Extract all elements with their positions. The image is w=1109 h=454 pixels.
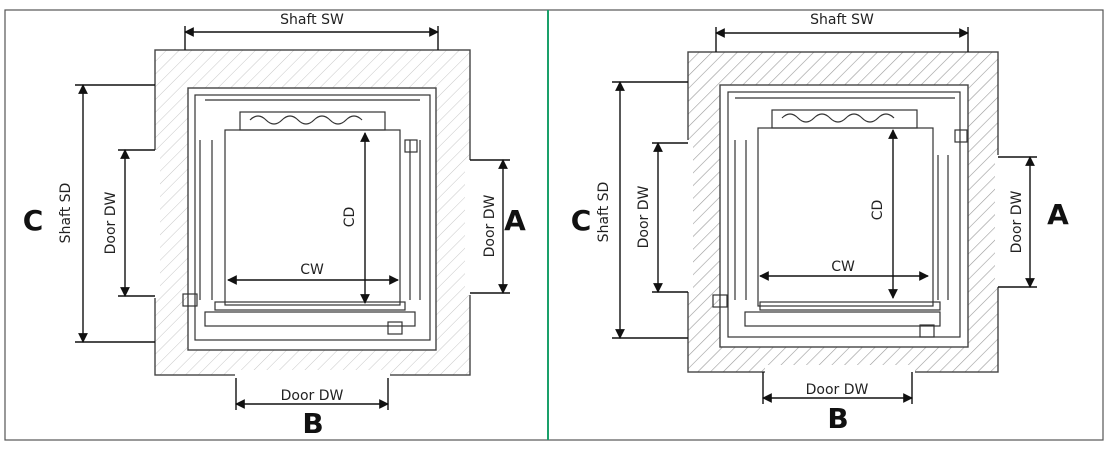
car-depth-label: CD [342, 207, 358, 228]
outer-frame [4, 9, 1104, 441]
label-c: C [23, 204, 44, 237]
dimensions-right [612, 27, 1037, 404]
door-dw-right-label: Door DW [1009, 190, 1025, 253]
shaft-walls-left [130, 49, 495, 380]
shaft-sw-label: Shaft SW [810, 12, 874, 28]
car-structure-right [712, 91, 968, 338]
door-dw-left-label: Door DW [636, 185, 652, 248]
door-dw-bottom-label: Door DW [806, 382, 869, 398]
door-dw-right-label: Door DW [482, 194, 498, 257]
car-depth-label: CD [870, 200, 886, 221]
door-dw-bottom-label: Door DW [281, 388, 344, 404]
panel-right: Shaft SW Shaft SD Door DW Door DW Door D… [571, 12, 1069, 435]
label-a: A [504, 204, 526, 237]
shaft-sw-label: Shaft SW [280, 12, 344, 28]
shaft-sd-label: Shaft SD [58, 183, 74, 244]
car-width-label: CW [300, 262, 324, 278]
label-c: C [571, 204, 592, 237]
label-b: B [827, 402, 848, 435]
label-a: A [1047, 198, 1069, 231]
shaft-walls-right [655, 51, 1025, 377]
door-dw-left-label: Door DW [103, 191, 119, 254]
label-b: B [302, 407, 323, 440]
car-structure-left [182, 94, 431, 341]
shaft-sd-label: Shaft SD [596, 182, 612, 243]
panel-left: Shaft SW Shaft SD Door DW Door DW Door D… [23, 12, 526, 440]
dimensions-left [75, 26, 510, 410]
car-width-label: CW [831, 259, 855, 275]
